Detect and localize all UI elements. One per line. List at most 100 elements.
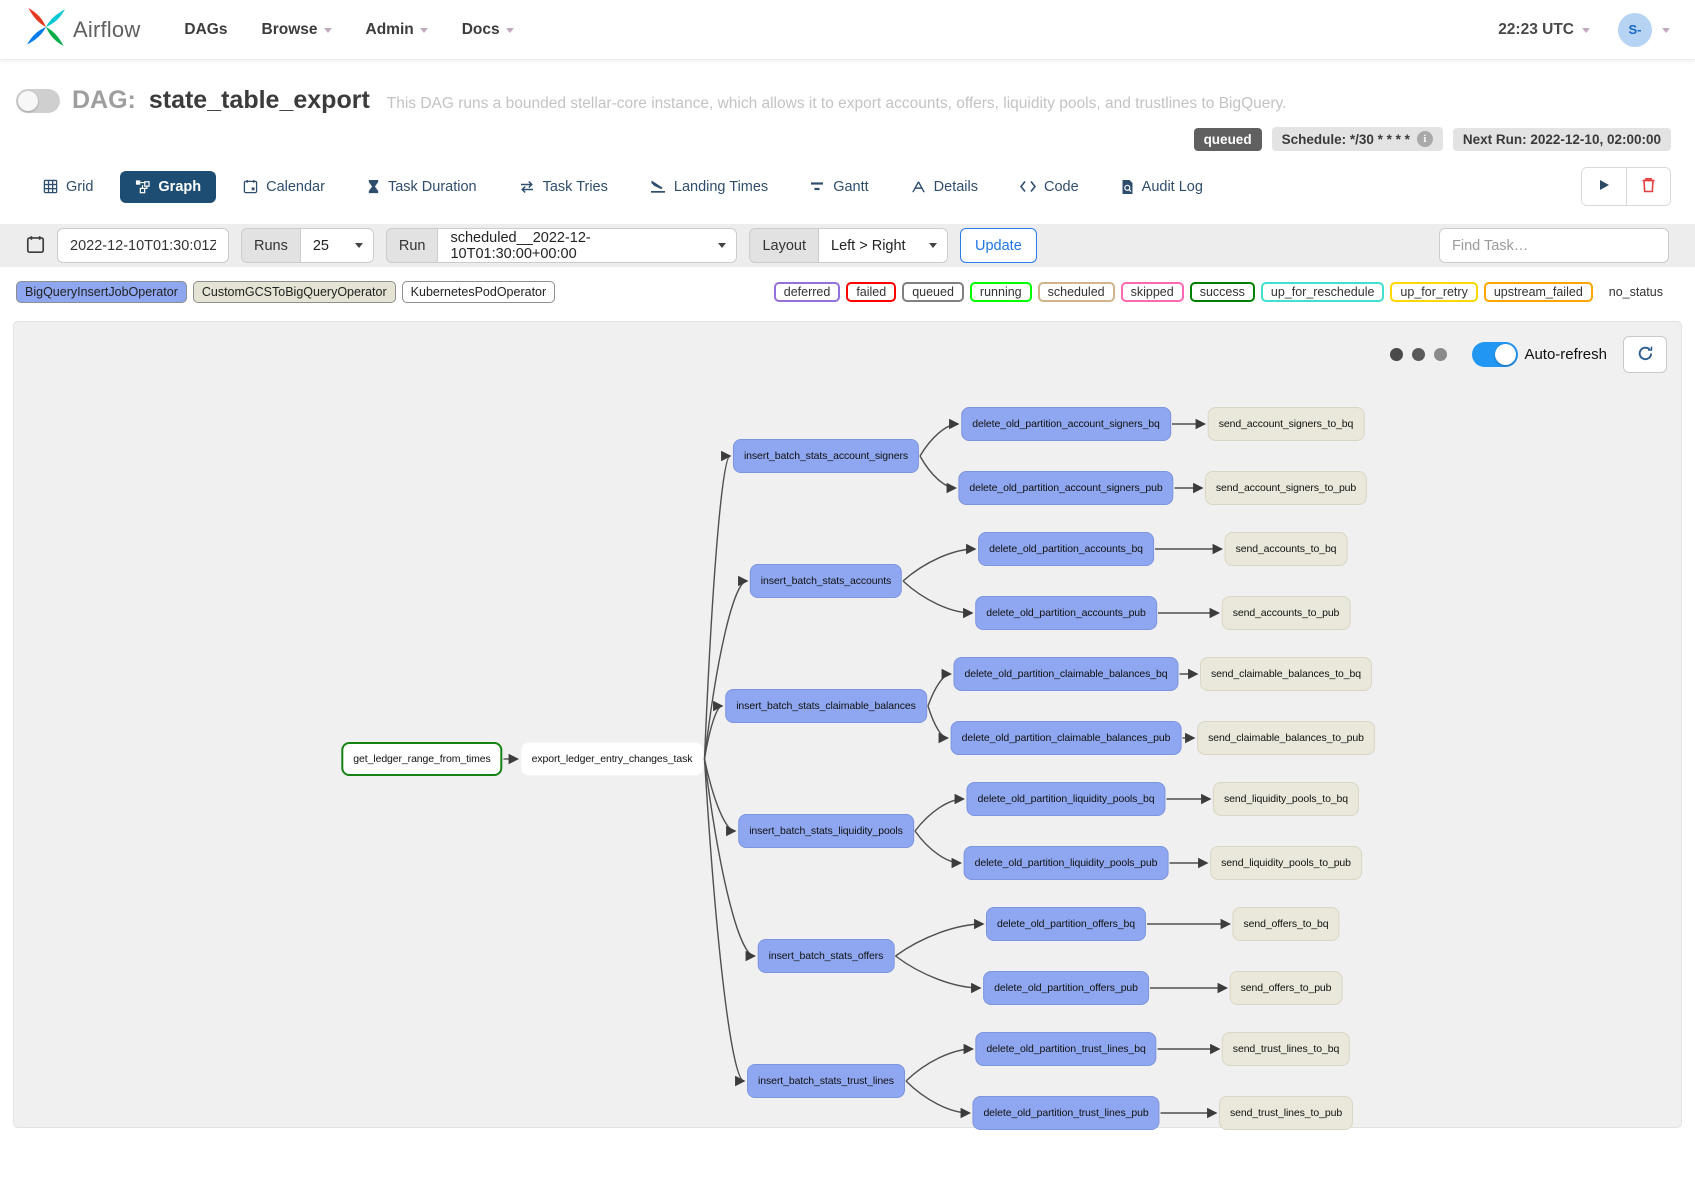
- nav-item-docs[interactable]: Docs: [462, 21, 514, 39]
- edge-insert_batch_stats_liquidity_pools-to-delete_old_partition_liquidity_pools_bq: [914, 793, 966, 832]
- graph-icon: [135, 179, 151, 194]
- graph-canvas[interactable]: Auto-refresh get_ledger_range_from_times…: [13, 321, 1682, 1130]
- legend-dot-2: [1412, 348, 1426, 361]
- task-node-delete_old_partition_account_signers_bq[interactable]: delete_old_partition_account_signers_bq: [961, 407, 1171, 441]
- find-task-input[interactable]: [1439, 228, 1669, 263]
- tab-audit-log[interactable]: Audit Log: [1106, 171, 1218, 203]
- nav-item-label: Browse: [261, 20, 318, 38]
- tab-task-duration[interactable]: Task Duration: [352, 171, 492, 203]
- tab-task-tries[interactable]: Task Tries: [504, 171, 623, 203]
- filter-bar: Runs 25 Run scheduled__2022-12-10T01:30:…: [0, 224, 1695, 267]
- tab-label: Gantt: [833, 178, 869, 195]
- user-menu-chevron-down-icon[interactable]: [1662, 28, 1670, 33]
- schedule-badge: Schedule: */30 * * * * i: [1271, 127, 1443, 151]
- brand-text: Airflow: [73, 16, 141, 42]
- tab-calendar[interactable]: Calendar: [228, 171, 340, 203]
- edge-insert_batch_stats_accounts-to-delete_old_partition_accounts_pub: [902, 580, 974, 619]
- task-node-delete_old_partition_accounts_bq[interactable]: delete_old_partition_accounts_bq: [978, 532, 1154, 566]
- tabs: Grid Graph Calendar Task Duration Task Tries…: [28, 170, 1218, 203]
- layout-label: Layout: [749, 228, 819, 263]
- tab-landing-times[interactable]: Landing Times: [635, 171, 783, 203]
- runs-select[interactable]: 25: [299, 228, 374, 263]
- retry-arrows-icon: [519, 180, 535, 194]
- run-group: Run scheduled__2022-12-10T01:30:00+00:00: [385, 228, 738, 263]
- task-node-delete_old_partition_trust_lines_bq[interactable]: delete_old_partition_trust_lines_bq: [975, 1032, 1157, 1066]
- task-node-delete_old_partition_offers_pub[interactable]: delete_old_partition_offers_pub: [983, 971, 1149, 1005]
- task-node-delete_old_partition_liquidity_pools_pub[interactable]: delete_old_partition_liquidity_pools_pub: [963, 846, 1169, 880]
- schedule-info-icon[interactable]: i: [1416, 131, 1433, 147]
- chevron-down-icon: [718, 243, 727, 248]
- run-select[interactable]: scheduled__2022-12-10T01:30:00+00:00: [437, 228, 738, 263]
- edge-export_ledger_entry_changes_task-to-insert_batch_stats_offers: [703, 758, 757, 962]
- tab-grid[interactable]: Grid: [28, 171, 108, 203]
- nav-item-admin[interactable]: Admin: [366, 21, 428, 39]
- auto-refresh-toggle[interactable]: [1472, 342, 1519, 367]
- task-node-delete_old_partition_liquidity_pools_bq[interactable]: delete_old_partition_liquidity_pools_bq: [966, 782, 1166, 816]
- tab-code[interactable]: Code: [1005, 171, 1094, 203]
- auto-refresh-label: Auto-refresh: [1524, 346, 1607, 363]
- task-node-send_trust_lines_to_pub[interactable]: send_trust_lines_to_pub: [1218, 1096, 1354, 1130]
- task-node-send_account_signers_to_bq[interactable]: send_account_signers_to_bq: [1207, 407, 1365, 441]
- task-node-send_claimable_balances_to_pub[interactable]: send_claimable_balances_to_pub: [1197, 721, 1375, 755]
- refresh-button[interactable]: [1623, 336, 1667, 373]
- base-date-input[interactable]: [57, 228, 229, 263]
- task-node-send_accounts_to_bq[interactable]: send_accounts_to_bq: [1224, 532, 1348, 566]
- task-node-send_liquidity_pools_to_pub[interactable]: send_liquidity_pools_to_pub: [1210, 846, 1362, 880]
- legend-dot-1: [1390, 348, 1404, 361]
- clock-dropdown[interactable]: 22:23 UTC: [1498, 21, 1590, 39]
- tab-label: Landing Times: [673, 178, 769, 195]
- task-node-delete_old_partition_claimable_balances_bq[interactable]: delete_old_partition_claimable_balances_…: [953, 657, 1179, 691]
- task-node-insert_batch_stats_accounts[interactable]: insert_batch_stats_accounts: [749, 564, 903, 598]
- task-node-get_ledger_range_from_times[interactable]: get_ledger_range_from_times: [341, 742, 503, 776]
- task-node-delete_old_partition_account_signers_pub[interactable]: delete_old_partition_account_signers_pub: [958, 471, 1174, 505]
- status-badge-skipped: skipped: [1120, 282, 1184, 302]
- operator-badge-2: KubernetesPodOperator: [401, 281, 556, 303]
- calendar-icon: [26, 235, 45, 257]
- task-node-export_ledger_entry_changes_task[interactable]: export_ledger_entry_changes_task: [520, 742, 704, 776]
- task-node-delete_old_partition_trust_lines_pub[interactable]: delete_old_partition_trust_lines_pub: [972, 1096, 1160, 1130]
- base-date-calendar-button[interactable]: [26, 235, 45, 257]
- task-node-send_claimable_balances_to_bq[interactable]: send_claimable_balances_to_bq: [1199, 657, 1373, 691]
- user-avatar[interactable]: S-: [1618, 12, 1652, 47]
- chevron-down-icon: [354, 243, 363, 248]
- trigger-dag-button[interactable]: [1582, 168, 1626, 205]
- airflow-brand[interactable]: Airflow: [25, 6, 140, 53]
- tab-gantt[interactable]: Gantt: [795, 171, 883, 203]
- chevron-down-icon: [505, 28, 514, 33]
- delete-dag-button[interactable]: [1626, 168, 1670, 205]
- task-node-delete_old_partition_accounts_pub[interactable]: delete_old_partition_accounts_pub: [975, 596, 1157, 630]
- tab-details[interactable]: Details: [896, 171, 993, 203]
- tab-graph[interactable]: Graph: [120, 170, 217, 203]
- calendar-icon: [243, 179, 258, 194]
- nav-item-dags[interactable]: DAGs: [184, 21, 227, 39]
- task-node-send_liquidity_pools_to_bq[interactable]: send_liquidity_pools_to_bq: [1212, 782, 1360, 816]
- status-badge-scheduled: scheduled: [1037, 282, 1115, 302]
- task-node-send_accounts_to_pub[interactable]: send_accounts_to_pub: [1221, 596, 1351, 630]
- update-button[interactable]: Update: [960, 228, 1037, 263]
- task-node-insert_batch_stats_liquidity_pools[interactable]: insert_batch_stats_liquidity_pools: [738, 814, 914, 848]
- task-node-insert_batch_stats_account_signers[interactable]: insert_batch_stats_account_signers: [732, 439, 920, 473]
- task-node-send_offers_to_pub[interactable]: send_offers_to_pub: [1229, 971, 1343, 1005]
- status-badge-up_for_reschedule: up_for_reschedule: [1260, 282, 1385, 302]
- task-node-send_offers_to_bq[interactable]: send_offers_to_bq: [1232, 907, 1340, 941]
- tab-label: Task Tries: [542, 178, 608, 195]
- dag-pause-toggle[interactable]: [16, 88, 60, 113]
- task-node-insert_batch_stats_offers[interactable]: insert_batch_stats_offers: [757, 939, 895, 973]
- dag-header: DAG: state_table_export This DAG runs a …: [0, 60, 1695, 115]
- nav-item-browse[interactable]: Browse: [262, 21, 332, 39]
- task-node-send_trust_lines_to_bq[interactable]: send_trust_lines_to_bq: [1221, 1032, 1351, 1066]
- run-label: Run: [385, 228, 438, 263]
- layout-select[interactable]: Left > Right: [818, 228, 949, 263]
- task-node-send_account_signers_to_pub[interactable]: send_account_signers_to_pub: [1204, 471, 1368, 505]
- task-node-insert_batch_stats_trust_lines[interactable]: insert_batch_stats_trust_lines: [747, 1064, 905, 1098]
- task-node-insert_batch_stats_claimable_balances[interactable]: insert_batch_stats_claimable_balances: [725, 689, 927, 723]
- task-node-delete_old_partition_claimable_balances_pub[interactable]: delete_old_partition_claimable_balances_…: [950, 721, 1182, 755]
- plane-landing-icon: [650, 179, 666, 194]
- tab-label: Code: [1043, 178, 1079, 195]
- task-node-delete_old_partition_offers_bq[interactable]: delete_old_partition_offers_bq: [985, 907, 1147, 941]
- chevron-down-icon: [323, 28, 332, 33]
- edge-insert_batch_stats_account_signers-to-delete_old_partition_account_signers_bq: [919, 418, 960, 457]
- latest-run-state-badge[interactable]: queued: [1193, 127, 1262, 151]
- edge-insert_batch_stats_trust_lines-to-delete_old_partition_trust_lines_pub: [905, 1080, 972, 1119]
